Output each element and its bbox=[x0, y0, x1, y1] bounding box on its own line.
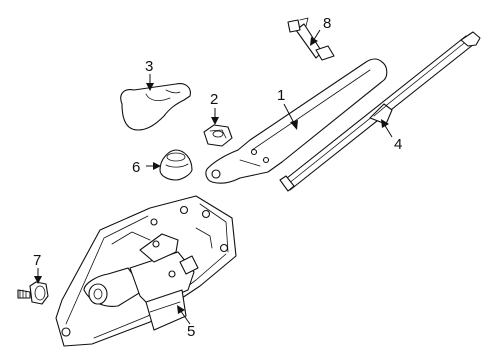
arrowhead-7 bbox=[34, 276, 42, 284]
arrowhead-5 bbox=[177, 305, 185, 314]
arrowhead-6 bbox=[153, 162, 161, 170]
wiper-blade bbox=[279, 31, 481, 192]
washer-nozzle bbox=[287, 17, 335, 61]
wiper-motor-assembly bbox=[55, 195, 237, 347]
leader-lines bbox=[34, 29, 393, 325]
arrowhead-4 bbox=[381, 119, 389, 128]
arrowhead-3 bbox=[146, 83, 154, 91]
callout-1: 1 bbox=[277, 87, 285, 104]
callout-3: 3 bbox=[145, 58, 153, 75]
callout-2: 2 bbox=[210, 91, 218, 108]
arrowhead-2 bbox=[211, 117, 219, 125]
callout-8: 8 bbox=[323, 15, 331, 32]
callout-5: 5 bbox=[187, 323, 195, 340]
callout-6: 6 bbox=[132, 159, 140, 176]
callout-labels: 1 2 3 4 5 6 7 8 bbox=[33, 15, 402, 340]
hex-nut bbox=[203, 124, 233, 147]
leader-4 bbox=[383, 123, 393, 138]
leader-5 bbox=[179, 309, 191, 325]
callout-4: 4 bbox=[394, 136, 402, 153]
arrowhead-8 bbox=[310, 37, 318, 46]
mounting-bolt bbox=[17, 281, 49, 305]
arrowhead-1 bbox=[290, 120, 298, 130]
arm-cap bbox=[120, 83, 191, 131]
callout-7: 7 bbox=[33, 252, 41, 269]
grommet bbox=[159, 149, 193, 181]
